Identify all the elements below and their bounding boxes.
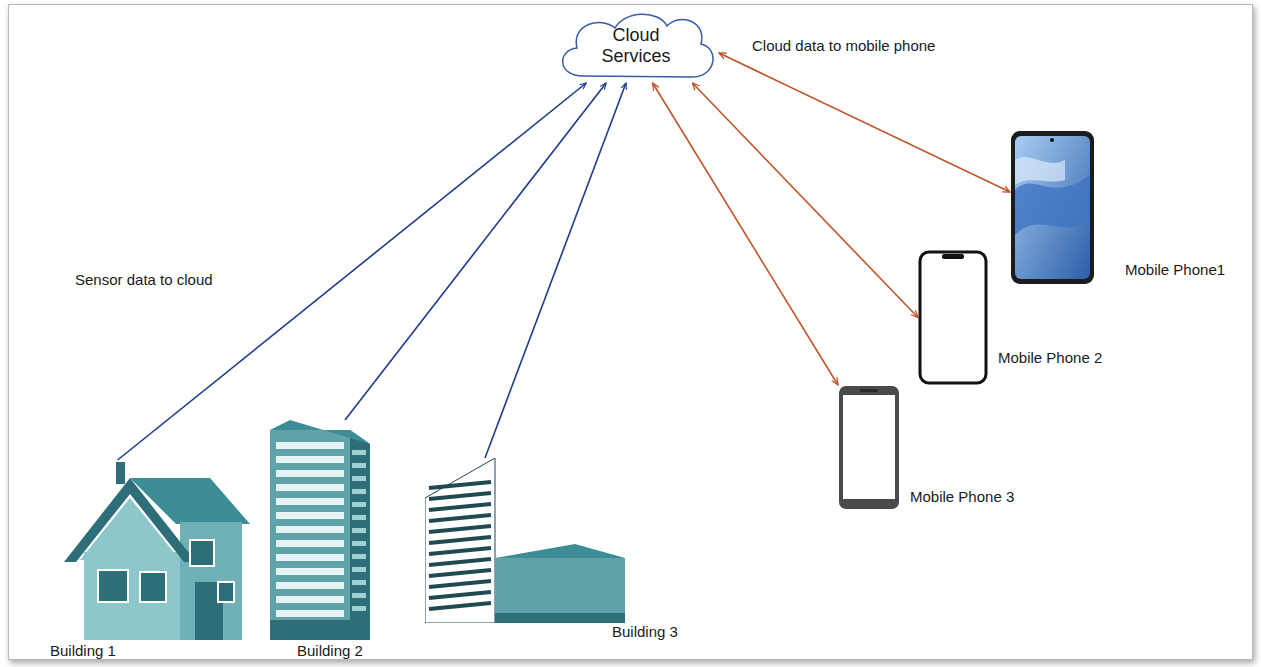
sync-arrow [719,53,1010,192]
mobile-phone [918,250,988,385]
building-node: Building 3 [425,458,625,623]
mobile-phone [1010,130,1095,285]
building-node: Building 2 [270,420,370,640]
flow-note: Sensor data to cloud [75,271,213,289]
node-label: Building 3 [612,623,678,641]
phone-node: Mobile Phone1 [1010,130,1095,285]
node-label: Mobile Phone 2 [998,349,1102,367]
sensor-arrow [485,83,626,458]
cloud-title: Cloud Services [586,25,686,67]
building-office [425,458,625,623]
node-label: Building 1 [50,642,116,660]
building-node: Building 1 [60,460,252,642]
node-label: Mobile Phone1 [1125,261,1225,279]
sensor-arrow [345,83,606,420]
node-label: Mobile Phone 3 [910,488,1014,506]
flow-note: Cloud data to mobile phone [752,37,935,55]
node-label: Building 2 [297,642,363,660]
sync-arrow [692,83,918,318]
sync-arrow [653,83,838,385]
building-house [60,460,252,642]
cloud-node: Cloud Services [553,8,719,83]
building-tower [270,420,370,640]
phone-node: Mobile Phone 2 [918,250,988,385]
phone-node: Mobile Phone 3 [838,385,900,510]
mobile-phone [838,385,900,510]
